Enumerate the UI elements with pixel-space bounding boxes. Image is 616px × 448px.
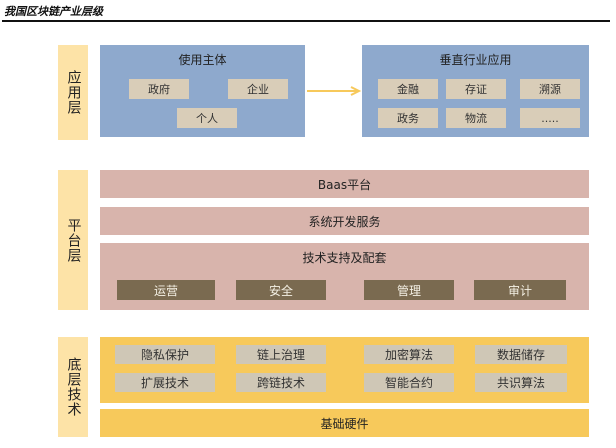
base-tech-item: 链上治理 <box>236 345 326 364</box>
industry-item: 物流 <box>446 108 506 128</box>
user-item: 个人 <box>177 108 237 128</box>
title-divider <box>2 20 610 22</box>
support-item: 审计 <box>474 280 566 300</box>
industry-item: 政务 <box>378 108 438 128</box>
support-item: 管理 <box>364 280 454 300</box>
base-tech-band: 隐私保护 链上治理 加密算法 数据储存 扩展技术 跨链技术 智能合约 共识算法 <box>100 337 589 403</box>
layer-label-app: 应用层 <box>58 45 88 140</box>
user-subject-title: 使用主体 <box>178 52 227 67</box>
vertical-industry-title: 垂直行业应用 <box>439 52 512 67</box>
dev-service-band: 系统开发服务 <box>100 207 589 235</box>
baas-platform-band: Baas平台 <box>100 170 589 198</box>
base-tech-item: 智能合约 <box>364 373 454 392</box>
user-item: 政府 <box>129 79 189 99</box>
base-tech-item: 跨链技术 <box>236 373 326 392</box>
industry-item: 存证 <box>446 79 506 99</box>
user-subject-box: 使用主体 政府 企业 个人 <box>100 45 305 137</box>
flow-arrow-icon <box>307 86 362 96</box>
industry-item: ..... <box>520 108 580 128</box>
base-tech-item: 扩展技术 <box>115 373 215 392</box>
tech-support-title: 技术支持及配套 <box>302 250 387 265</box>
base-tech-item: 加密算法 <box>364 345 454 364</box>
base-tech-item: 共识算法 <box>475 373 567 392</box>
industry-item: 金融 <box>378 79 438 99</box>
base-tech-item: 数据储存 <box>475 345 567 364</box>
support-item: 安全 <box>236 280 326 300</box>
vertical-industry-box: 垂直行业应用 金融 存证 溯源 政务 物流 ..... <box>362 45 589 137</box>
base-tech-item: 隐私保护 <box>115 345 215 364</box>
tech-support-band: 技术支持及配套 运营 安全 管理 审计 <box>100 243 589 310</box>
base-hardware-band: 基础硬件 <box>100 409 589 437</box>
support-item: 运营 <box>117 280 215 300</box>
layer-label-platform: 平台层 <box>58 170 88 310</box>
page-title: 我国区块链产业层级 <box>4 5 103 18</box>
industry-item: 溯源 <box>520 79 580 99</box>
user-item: 企业 <box>228 79 288 99</box>
layer-label-base: 底层技术 <box>58 337 88 437</box>
